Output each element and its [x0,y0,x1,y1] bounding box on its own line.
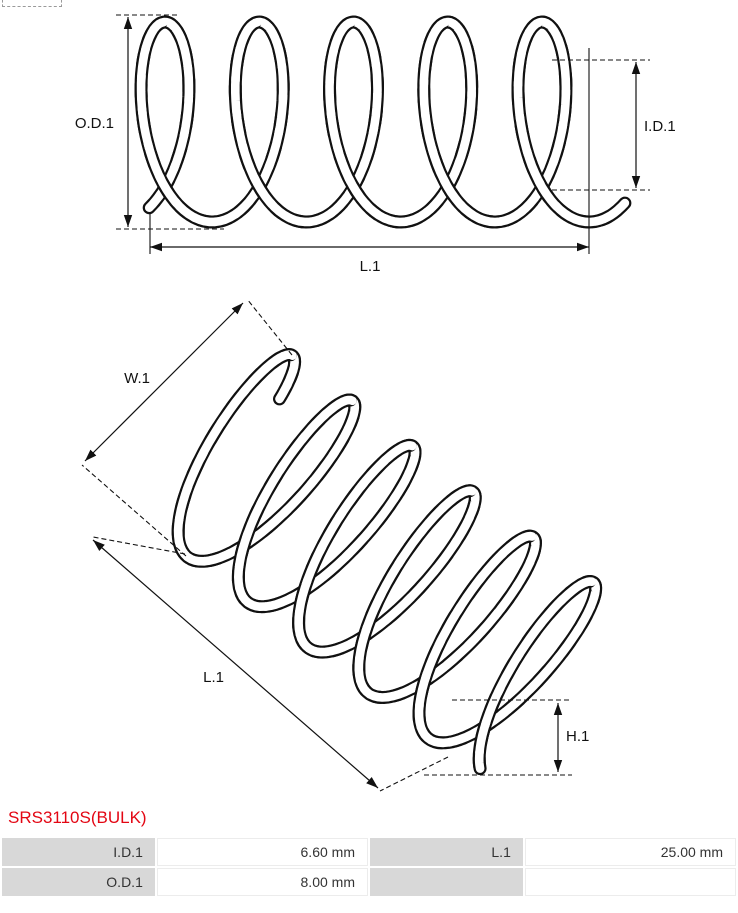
length-label: L.1 [360,258,381,275]
spec-table: I.D.1 6.60 mm L.1 25.00 mm O.D.1 8.00 mm [0,836,738,898]
spec-label-cell: L.1 [369,838,523,866]
iso-length-extension-line-bottom [379,756,449,792]
spec-value-cell [524,868,736,896]
spec-value-cell: 8.00 mm [156,868,368,896]
spec-table-row: I.D.1 6.60 mm L.1 25.00 mm [2,838,736,866]
spec-value-cell: 25.00 mm [524,838,736,866]
width-label: W.1 [124,370,150,387]
id-label: I.D.1 [644,118,676,135]
spec-value-cell: 6.60 mm [156,838,368,866]
width-extension-line-bottom [81,464,187,557]
spring-isometric-view [171,348,603,776]
dimension-line-iso-length [92,539,379,789]
spec-table-row: O.D.1 8.00 mm [2,868,736,896]
od-label: O.D.1 [75,115,114,132]
dimension-line-width [84,302,244,462]
part-number-link[interactable]: SRS3110S(BULK) [8,808,147,827]
empty-thumbnail-placeholder [2,0,62,7]
iso-view-dimensions: W.1 L.1 H.1 [81,298,589,792]
height-label: H.1 [566,728,589,745]
spring-technical-diagram: O.D.1 I.D.1 L.1 W.1 L.1 H.1 [75,14,676,792]
spring-side-view [134,15,632,229]
spec-label-cell: O.D.1 [2,868,155,896]
spec-label-cell: I.D.1 [2,838,155,866]
width-extension-line-top [246,298,293,356]
iso-length-label: L.1 [203,669,224,686]
side-view-dimensions: O.D.1 I.D.1 L.1 [75,14,676,275]
spec-label-cell [369,868,523,896]
